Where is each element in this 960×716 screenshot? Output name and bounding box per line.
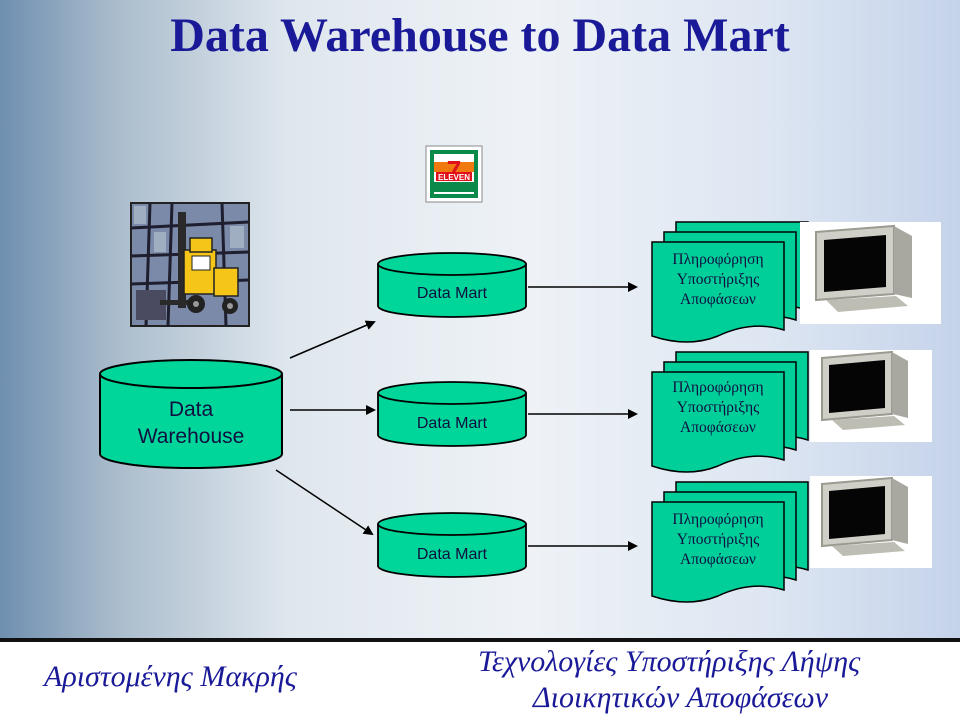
document-stack-1: [651, 221, 809, 343]
data-warehouse-cylinder: [99, 359, 283, 469]
monitor-icon: [810, 350, 932, 442]
document-stack-3: [651, 481, 809, 603]
seven-eleven-logo: 7 ELEVEN: [425, 145, 483, 203]
svg-text:ELEVEN: ELEVEN: [438, 173, 470, 182]
document-text-line: Αποφάσεων: [680, 291, 756, 308]
data-mart-cylinder-3: [377, 512, 527, 578]
diagram-canvas: 7 ELEVEN: [99, 145, 941, 603]
document-text-line: Πληροφόρηση: [672, 379, 764, 396]
data-mart-cylinder-2: [377, 381, 527, 447]
document-text-line: Υποστήριξης: [676, 399, 760, 416]
slide-title: Data Warehouse to Data Mart: [170, 9, 790, 62]
footer-course-line2: Διοικητικών Αποφάσεων: [533, 681, 829, 714]
document-text-line: Αποφάσεων: [680, 551, 756, 568]
flow-arrows: [275, 282, 638, 551]
document-stack-2: [651, 351, 809, 473]
forklift-warehouse-image: [130, 202, 250, 327]
data-warehouse-label: Data Warehouse: [100, 396, 282, 450]
monitor-icon: [800, 222, 941, 324]
document-text: Πληροφόρηση Υποστήριξης Αποφάσεων: [652, 378, 784, 438]
document-text: Πληροφόρηση Υποστήριξης Αποφάσεων: [652, 250, 784, 310]
footer-divider: [0, 638, 960, 642]
arrow-warehouse-to-mart-1: [289, 320, 376, 359]
document-text-line: Πληροφόρηση: [672, 251, 764, 268]
data-mart-label: Data Mart: [416, 546, 488, 563]
document-text: Πληροφόρηση Υποστήριξης Αποφάσεων: [652, 510, 784, 570]
document-text-line: Αποφάσεων: [680, 419, 756, 436]
data-warehouse-label-line1: Data: [168, 398, 214, 421]
footer-author: Αριστομένης Μακρής: [44, 660, 297, 693]
document-text-line: Υποστήριξης: [676, 531, 760, 548]
document-text-line: Υποστήριξης: [676, 271, 760, 288]
document-text-line: Πληροφόρηση: [672, 511, 764, 528]
data-warehouse-label-line2: Warehouse: [137, 425, 245, 448]
data-mart-cylinder-1: [377, 252, 527, 318]
footer-course-line1: Τεχνολογίες Υποστήριξης Λήψης: [478, 645, 861, 678]
data-mart-label: Data Mart: [416, 285, 488, 302]
arrow-warehouse-to-mart-3: [275, 469, 374, 536]
monitor-icon: [810, 476, 932, 568]
data-mart-label: Data Mart: [416, 415, 488, 432]
footer: [0, 642, 960, 716]
